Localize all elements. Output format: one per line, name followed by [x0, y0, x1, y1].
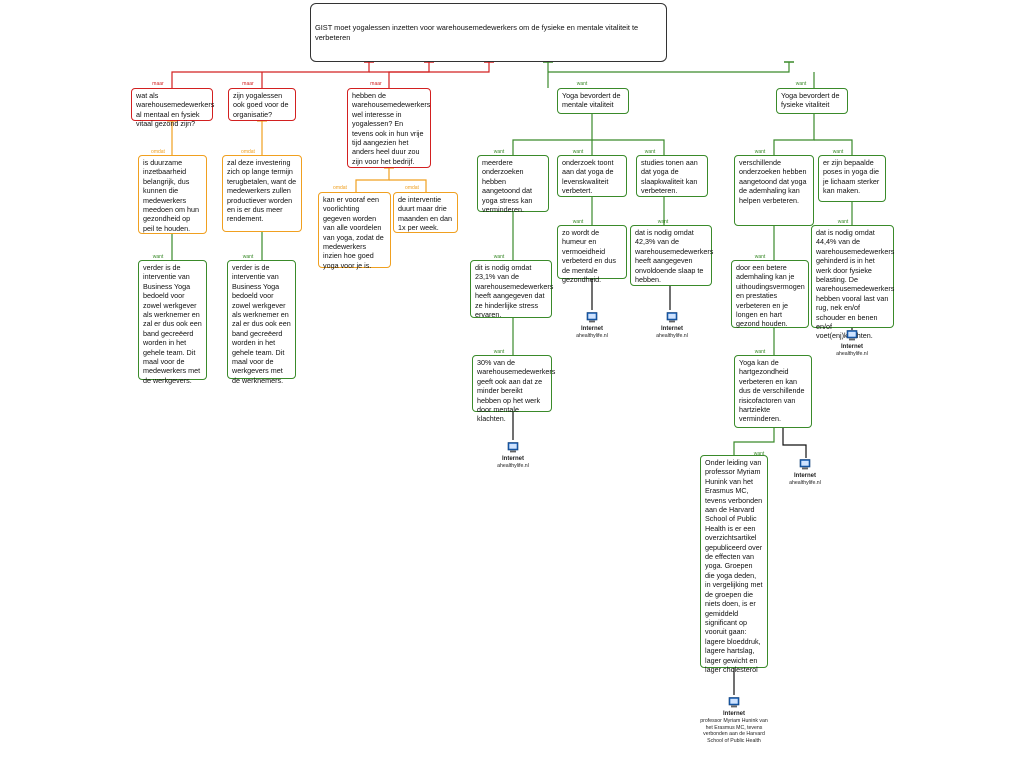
source-name: Internet [580, 326, 603, 332]
evidence-heart-health[interactable]: Yoga kan de hartgezondheid verbeteren en… [734, 355, 812, 428]
link-label-want: want [572, 149, 584, 155]
evidence-mental-complaints[interactable]: 30% van de warehousemedewerkers geeft oo… [472, 355, 555, 423]
support-strength-poses[interactable]: er zijn bepaalde poses in yoga die je li… [818, 155, 886, 202]
node-text: zo wordt de humeur en vermoeidheid verbe… [562, 228, 616, 285]
link-label-omdat: omdat [151, 149, 165, 155]
link-label-want: want [754, 149, 766, 155]
link-label-maar: maar [242, 81, 254, 87]
source-internet[interactable]: Internet ahealthylife.nl [557, 312, 627, 340]
source-site: ahealthylife.nl [836, 351, 868, 357]
objection-vitality[interactable]: wat als warehousemedewerkers al mentaal … [131, 88, 214, 128]
node-text: er zijn bepaalde poses in yoga die je li… [823, 158, 880, 196]
source-internet[interactable]: Internet ahealthylife.nl [637, 312, 707, 340]
support-team-bond-employers[interactable]: verder is de interventie van Business Yo… [227, 260, 296, 385]
source-name: Internet [660, 326, 683, 332]
link-label-want: want [837, 219, 849, 225]
link-label-want: want [242, 254, 254, 260]
link-label-maar: maar [152, 81, 164, 87]
support-stress-reduction[interactable]: meerdere onderzoeken hebben aangetoond d… [477, 155, 549, 215]
link-label-want: want [493, 349, 505, 355]
reason-mental-vitality[interactable]: Yoga bevordert de mentale vitaliteit [557, 88, 629, 114]
reason-physical-vitality[interactable]: Yoga bevordert de fysieke vitaliteit [776, 88, 848, 114]
rebuttal-information-session[interactable]: kan er vooraf een voorlichting gegeven w… [318, 192, 391, 270]
rebuttal-investment[interactable]: zal deze investering zich op lange termi… [222, 155, 302, 232]
node-text: onderzoek toont aan dat yoga de levenskw… [562, 158, 614, 196]
node-text: de interventie duurt maar drie maanden e… [398, 195, 452, 233]
root-claim-text: GIST moet yogalessen inzetten voor wareh… [315, 23, 639, 42]
link-label-want: want [493, 254, 505, 260]
node-text: wat als warehousemedewerkers al mentaal … [136, 91, 215, 129]
node-text: verder is de interventie van Business Yo… [232, 263, 291, 385]
rebuttal-duration[interactable]: de interventie duurt maar drie maanden e… [393, 192, 458, 233]
node-text: zal deze investering zich op lange termi… [227, 158, 297, 224]
node-text: is duurzame inzetbaarheid belangrijk, du… [143, 158, 199, 233]
link-label-want: want [753, 451, 765, 457]
source-internet[interactable]: Internet ahealthylife.nl [478, 442, 548, 470]
node-text: zijn yogalessen ook goed voor de organis… [233, 91, 289, 119]
computer-icon [846, 330, 858, 341]
source-internet[interactable]: Internet ahealthylife.nl [770, 459, 840, 487]
objection-organisation[interactable]: zijn yogalessen ook goed voor de organis… [228, 88, 296, 121]
link-label-want: want [754, 254, 766, 260]
link-label-want: want [657, 219, 669, 225]
node-text: hebben de warehousemedewerkers wel inter… [352, 91, 431, 166]
computer-icon [799, 459, 811, 470]
link-label-want: want [795, 81, 807, 87]
source-name: Internet [722, 711, 745, 717]
source-name: Internet [501, 456, 524, 462]
node-text: verschillende onderzoeken hebben aangeto… [739, 158, 807, 205]
link-label-omdat: omdat [333, 185, 347, 191]
node-text: dit is nodig omdat 23,1% van de warehous… [475, 263, 554, 320]
source-internet[interactable]: Internet professor Myriam Hunink van het… [699, 697, 769, 744]
link-label-omdat: omdat [241, 149, 255, 155]
link-label-want: want [576, 81, 588, 87]
computer-icon [507, 442, 519, 453]
computer-icon [728, 697, 740, 708]
link-label-omdat: omdat [405, 185, 419, 191]
node-text: door een betere ademhaling kan je uithou… [736, 263, 805, 329]
support-sleep-quality[interactable]: studies tonen aan dat yoga de slaapkwali… [636, 155, 708, 197]
node-text: meerdere onderzoeken hebben aangetoond d… [482, 158, 533, 215]
node-text: Yoga bevordert de fysieke vitaliteit [781, 91, 840, 110]
node-text: Yoga bevordert de mentale vitaliteit [562, 91, 621, 110]
computer-icon [666, 312, 678, 323]
support-quality-of-life[interactable]: onderzoek toont aan dat yoga de levenskw… [557, 155, 627, 197]
node-text: kan er vooraf een voorlichting gegeven w… [323, 195, 384, 270]
computer-icon [586, 312, 598, 323]
rebuttal-sustainable-employability[interactable]: is duurzame inzetbaarheid belangrijk, du… [138, 155, 207, 234]
node-text: dat is nodig omdat 44,4% van de warehous… [816, 228, 895, 341]
source-site: ahealthylife.nl [789, 480, 821, 486]
source-site: professor Myriam Hunink van het Erasmus … [700, 718, 768, 744]
evidence-breathing-benefits[interactable]: door een betere ademhaling kan je uithou… [731, 260, 809, 328]
link-label-want: want [572, 219, 584, 225]
evidence-physical-strain[interactable]: dat is nodig omdat 44,4% van de warehous… [811, 225, 894, 340]
evidence-sleep-percentage[interactable]: dat is nodig omdat 42,3% van de warehous… [630, 225, 714, 286]
evidence-stress-percentage[interactable]: dit is nodig omdat 23,1% van de warehous… [470, 260, 554, 320]
evidence-hunink-study[interactable]: Onder leiding van professor Myriam Hunin… [700, 455, 768, 674]
source-name: Internet [840, 344, 863, 350]
support-team-bond-employees[interactable]: verder is de interventie van Business Yo… [138, 260, 207, 385]
node-text: studies tonen aan dat yoga de slaapkwali… [641, 158, 698, 196]
node-text: Onder leiding van professor Myriam Hunin… [705, 458, 763, 674]
source-internet[interactable]: Internet ahealthylife.nl [817, 330, 887, 358]
root-claim[interactable]: GIST moet yogalessen inzetten voor wareh… [310, 3, 667, 62]
link-label-want: want [152, 254, 164, 260]
objection-interest[interactable]: hebben de warehousemedewerkers wel inter… [347, 88, 431, 168]
evidence-mood-fatigue[interactable]: zo wordt de humeur en vermoeidheid verbe… [557, 225, 627, 284]
source-site: ahealthylife.nl [497, 463, 529, 469]
node-text: Yoga kan de hartgezondheid verbeteren en… [739, 358, 805, 424]
node-text: 30% van de warehousemedewerkers geeft oo… [477, 358, 556, 424]
link-label-want: want [493, 149, 505, 155]
source-site: ahealthylife.nl [656, 333, 688, 339]
source-site: ahealthylife.nl [576, 333, 608, 339]
node-text: dat is nodig omdat 42,3% van de warehous… [635, 228, 714, 285]
link-label-maar: maar [370, 81, 382, 87]
node-text: verder is de interventie van Business Yo… [143, 263, 202, 385]
support-breathing[interactable]: verschillende onderzoeken hebben aangeto… [734, 155, 814, 226]
link-label-want: want [832, 149, 844, 155]
link-label-want: want [644, 149, 656, 155]
link-label-want: want [754, 349, 766, 355]
source-name: Internet [793, 473, 816, 479]
